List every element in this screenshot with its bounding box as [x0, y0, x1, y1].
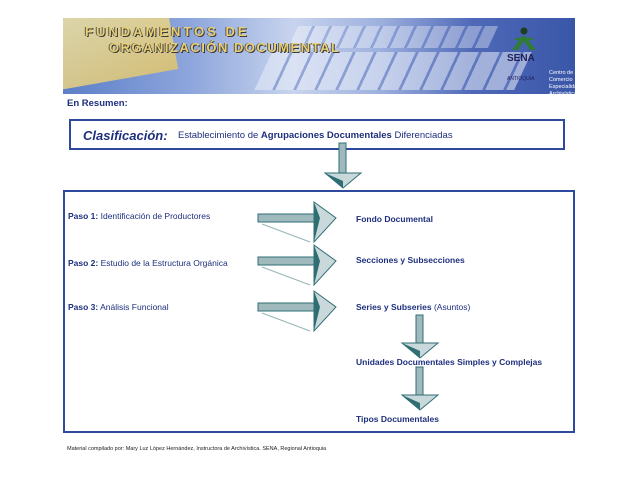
sena-region-text: ANTIOQUIA [507, 76, 535, 82]
right-arrow-icon-2 [257, 244, 337, 287]
result-series: Series y Subseries (Asuntos) [356, 302, 470, 312]
right-arrow-icon-3 [257, 290, 337, 333]
step-2: Paso 2: Estudio de la Estructura Orgánic… [68, 258, 228, 268]
step-3: Paso 3: Análisis Funcional [68, 302, 169, 312]
step-3-label: Paso 3: [68, 302, 99, 312]
result-fondo: Fondo Documental [356, 214, 433, 224]
banner-title-line1: FUNDAMENTOS DE [85, 24, 250, 39]
banner-title-line2: ORGANIZACIÓN DOCUMENTAL [109, 40, 341, 55]
header-banner: FUNDAMENTOS DE ORGANIZACIÓN DOCUMENTAL S… [63, 18, 575, 94]
result-tipos: Tipos Documentales [356, 414, 439, 424]
classification-text-bold: Agrupaciones Documentales [260, 130, 392, 141]
result-series-bold: Series y Subseries [356, 302, 432, 312]
classification-text-pre: Establecimiento de [178, 130, 261, 141]
banner-keyboard-graphic-lower [254, 52, 532, 90]
step-3-text: Análisis Funcional [98, 302, 169, 312]
step-1-label: Paso 1: [68, 211, 99, 221]
result-secciones: Secciones y Subsecciones [356, 255, 465, 265]
down-arrow-icon-3 [400, 366, 440, 411]
classification-box: Clasificación: Establecimiento de Agrupa… [69, 119, 565, 150]
step-2-text: Estudio de la Estructura Orgánica [98, 258, 228, 268]
sena-logo: SENA ANTIOQUIA [505, 26, 575, 94]
classification-text: Establecimiento de Agrupaciones Document… [178, 130, 453, 141]
result-unidades: Unidades Documentales Simples y Compleja… [356, 357, 543, 367]
sena-person-icon [512, 27, 536, 50]
classification-text-post: Diferenciadas [391, 130, 453, 141]
summary-label: En Resumen: [67, 98, 128, 109]
footer-credit: Material compilado por: Mary Luz López H… [67, 446, 327, 452]
step-1-text: Identificación de Productores [98, 211, 211, 221]
centro-line2: Especialidad Archivística [549, 84, 575, 94]
result-series-normal: (Asuntos) [431, 302, 471, 312]
step-2-label: Paso 2: [68, 258, 99, 268]
down-arrow-icon-2 [400, 314, 440, 359]
down-arrow-icon [323, 142, 363, 189]
centro-text: Centro de Comercio Especialidad Archivís… [549, 70, 575, 94]
centro-line1: Centro de Comercio [549, 70, 574, 83]
classification-label: Clasificación: [83, 128, 168, 143]
right-arrow-icon-1 [257, 201, 337, 244]
sena-logo-text: SENA [507, 53, 535, 64]
step-1: Paso 1: Identificación de Productores [68, 211, 210, 221]
